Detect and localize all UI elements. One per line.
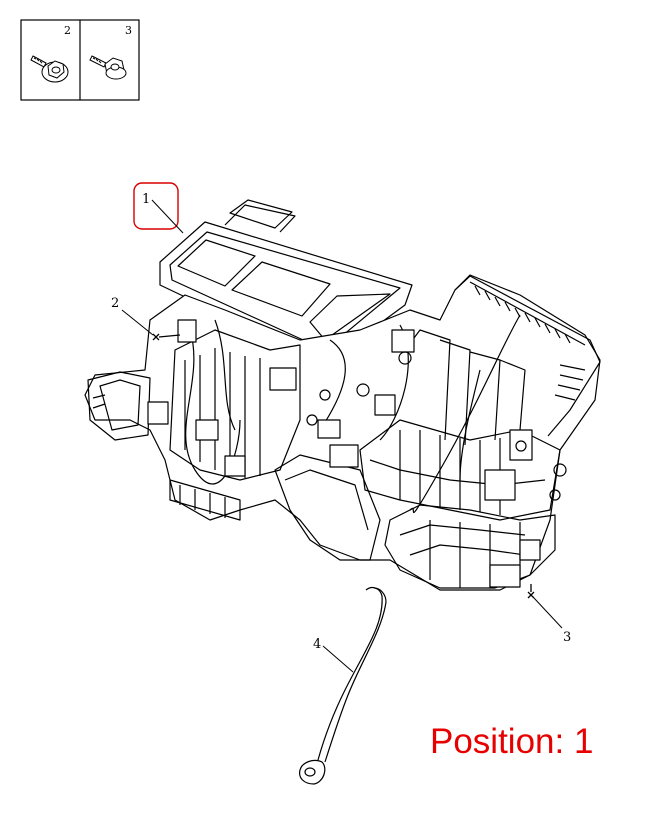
leader-line (151, 199, 184, 234)
leader-line (533, 597, 563, 629)
callout-labels: 1 2 3 4 (111, 182, 571, 673)
callout-highlight-box (133, 182, 179, 230)
legend-cell-3: 3 (89, 24, 132, 80)
fastener-legend: 2 3 (20, 19, 140, 101)
callout-number: 3 (563, 630, 571, 645)
callout-1[interactable]: 1 (133, 182, 184, 234)
leader-line (121, 309, 154, 336)
legend-number: 3 (125, 24, 132, 37)
callout-4[interactable]: 4 (313, 637, 354, 673)
position-label: Position: 1 (430, 722, 594, 761)
callout-number: 2 (111, 296, 119, 311)
main-housing-body (84, 274, 601, 591)
callout-3[interactable]: 3 (533, 597, 571, 645)
drain-hose (299, 586, 387, 785)
flange-bolt-icon (89, 55, 127, 80)
callout-number: 1 (142, 192, 150, 207)
hvac-housing-drawing (84, 199, 601, 785)
legend-cell-2: 2 (30, 24, 71, 83)
bolt-with-washer-icon (30, 55, 69, 83)
leader-line (322, 645, 354, 673)
callout-number: 4 (313, 637, 321, 652)
fastener-marks (152, 333, 535, 599)
legend-number: 2 (64, 24, 71, 37)
callout-2[interactable]: 2 (111, 296, 154, 336)
